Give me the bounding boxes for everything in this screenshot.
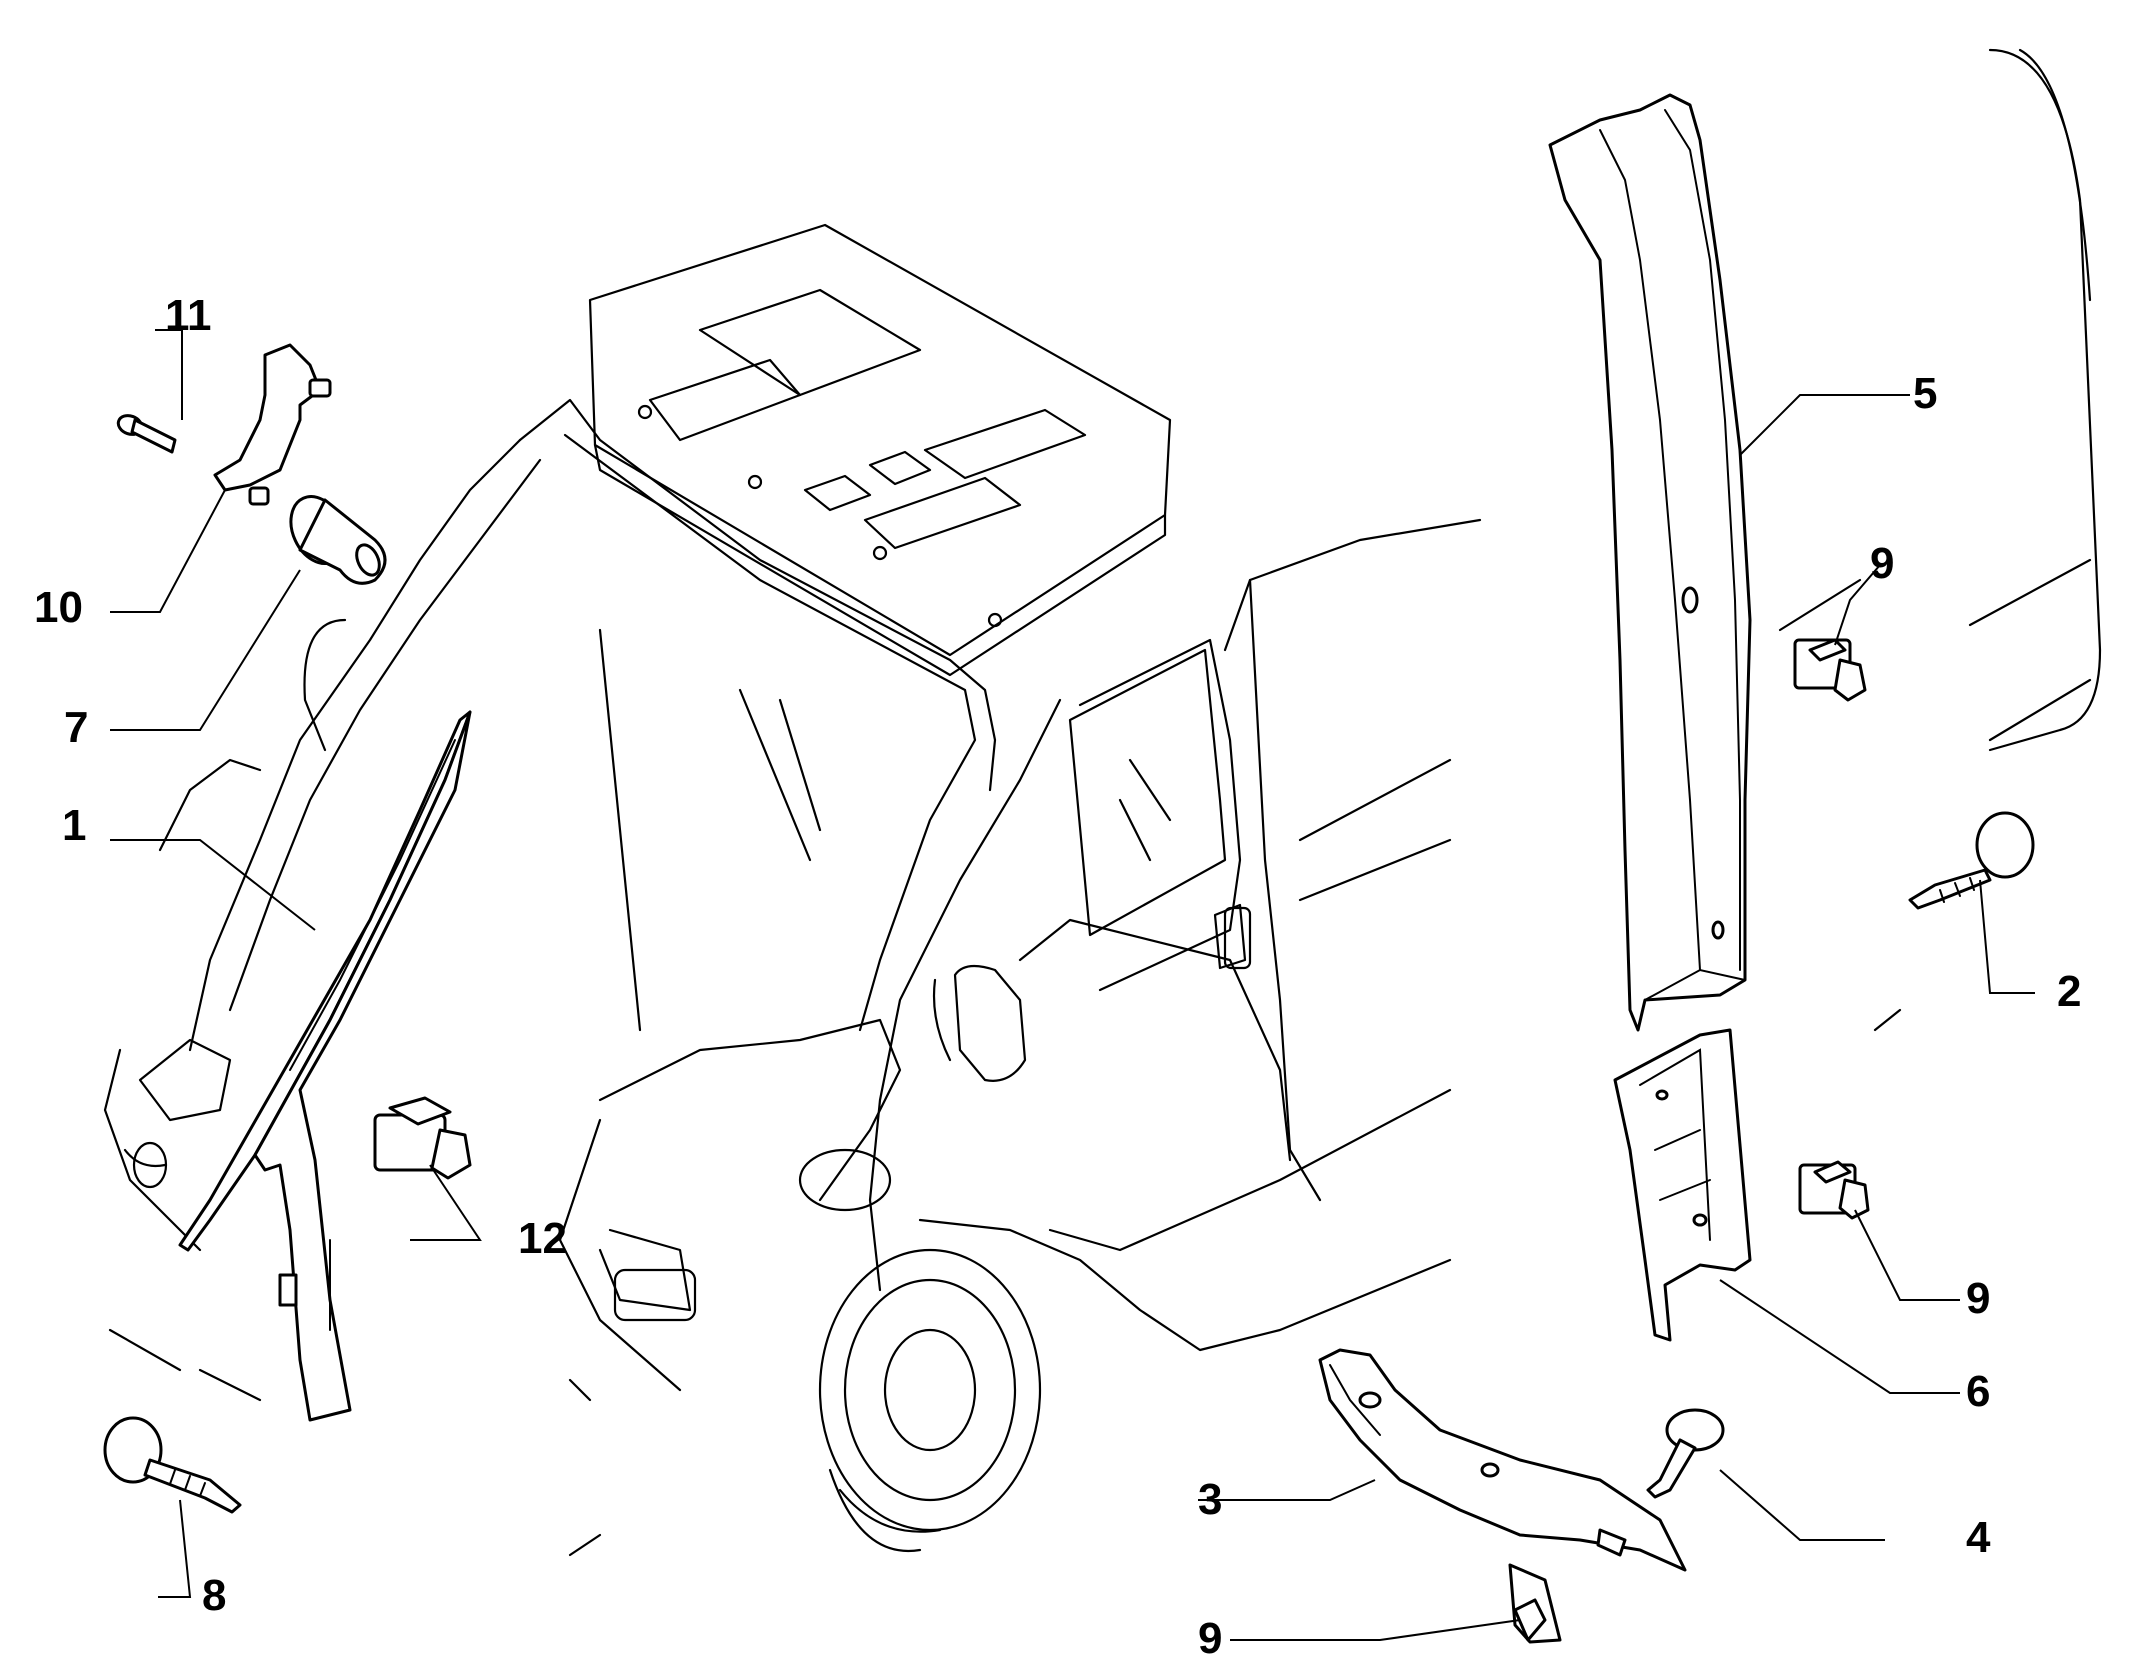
part-3-sill-trim (1318, 1348, 1687, 1572)
part-6-b-pillar-lower-trim (1613, 1028, 1752, 1342)
callout-10: 10 (34, 583, 83, 632)
callout-11: 11 (165, 291, 212, 340)
part-1-a-pillar-trim (178, 710, 472, 1422)
callout-9-upper: 9 (1870, 539, 1894, 588)
clip-9-upper (1793, 638, 1867, 702)
callout-8: 8 (202, 1571, 226, 1620)
leader-lines (110, 329, 2035, 1641)
callout-12: 12 (518, 1214, 567, 1263)
roof-rack (588, 223, 1172, 677)
part-11-bolt (116, 414, 177, 454)
part-7-grommet (289, 495, 387, 585)
part-4-screw (1646, 1408, 1725, 1499)
callout-1: 1 (62, 801, 86, 850)
van-cab-outline (103, 398, 1482, 1553)
callout-5: 5 (1913, 369, 1937, 418)
van-body-illustration (103, 48, 2102, 1557)
callout-3: 3 (1198, 1475, 1222, 1524)
callout-6: 6 (1966, 1367, 1990, 1416)
callout-labels: 1 2 3 4 5 6 7 8 9 9 9 10 11 12 (34, 291, 2081, 1663)
part-2-screw (1908, 811, 2035, 910)
callout-9-lower: 9 (1198, 1614, 1222, 1663)
part-12-retaining-clip (373, 1096, 472, 1180)
callout-4: 4 (1966, 1513, 1991, 1562)
part-5-b-pillar-upper-trim (1548, 93, 1752, 1032)
rear-body-outline (108, 48, 2102, 1557)
clip-9-lower (1508, 1563, 1562, 1644)
part-10-bracket (213, 343, 332, 506)
callout-2: 2 (2057, 967, 2081, 1016)
callout-9-middle: 9 (1966, 1274, 1990, 1323)
clip-9-middle (1798, 1160, 1870, 1220)
callout-7: 7 (64, 703, 88, 752)
part-8-screw (103, 1416, 242, 1514)
